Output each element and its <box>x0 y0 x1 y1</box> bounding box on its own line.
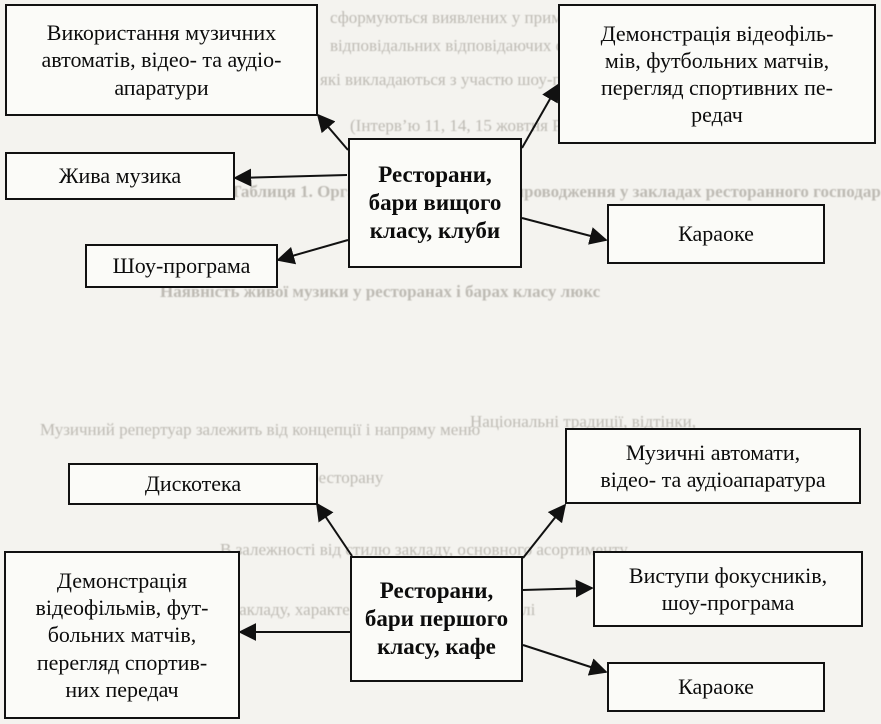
top-show-box: Шоу-програма <box>85 244 278 288</box>
bottom-disco-box: Дискотека <box>68 463 318 505</box>
arrow-bottom-to-jukebox <box>522 503 567 559</box>
arrow-bottom-to-disco <box>315 502 353 557</box>
bleed-line: Національні традиції, відтінки, <box>470 412 696 431</box>
bottom-karaoke-box: Караоке <box>607 662 825 712</box>
arrow-top-to-live-music <box>233 168 348 187</box>
top-hub-box: Ресторани, бари вищого класу, клуби <box>348 138 522 268</box>
arrow-top-to-films <box>521 83 559 149</box>
bottom-hub-box: Ресторани, бари першого класу, кафе <box>350 556 523 682</box>
bottom-magicians-box: Виступи фокусників, шоу-програма <box>593 551 863 627</box>
bottom-films-box: Демонстрація відеофільмів, фут- больних … <box>4 551 240 719</box>
top-live-music-box: Жива музика <box>5 152 235 200</box>
bleed-line: які викладаються з участю шоу-програм <box>320 70 613 89</box>
top-karaoke-box: Караоке <box>607 204 825 264</box>
bottom-jukebox-box: Музичні автомати, відео- та аудіоапарату… <box>565 428 861 504</box>
top-films-box: Демонстрація відеофіль- мів, футбольних … <box>558 4 876 144</box>
arrow-bottom-to-magicians <box>522 579 594 598</box>
arrow-top-to-jukebox <box>316 113 349 151</box>
arrow-top-to-karaoke <box>521 217 608 245</box>
top-jukebox-box: Використання музичних автоматів, відео- … <box>5 4 318 116</box>
bleed-line: Музичний репертуар залежить від концепці… <box>40 420 481 439</box>
bleed-line: ресторану <box>310 468 384 487</box>
arrow-top-to-show <box>276 239 349 265</box>
arrow-bottom-to-karaoke <box>522 644 608 676</box>
